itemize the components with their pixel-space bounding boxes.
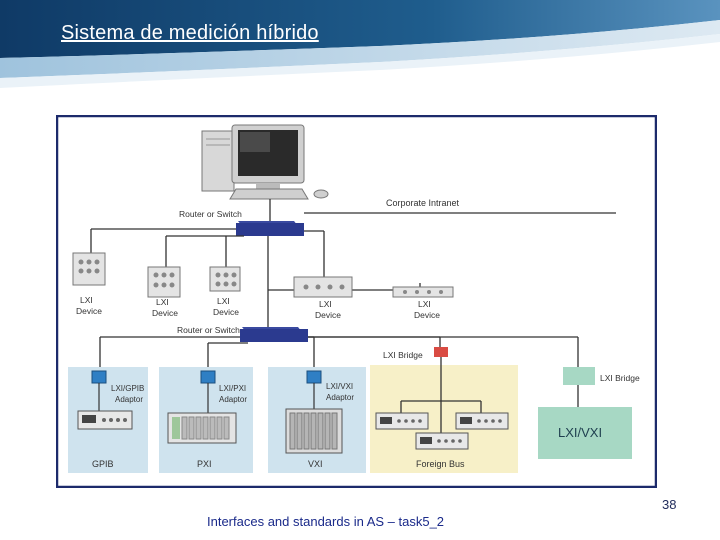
adaptor-drop-lines [98, 383, 315, 413]
lxi-device-2-label-b: Device [152, 308, 178, 318]
router-top-label: Router or Switch [179, 209, 242, 219]
lxi-vxi-box [538, 407, 632, 459]
foreign-bus-lines [400, 357, 482, 433]
vxi-adaptor-label-a: LXI/VXI [326, 382, 353, 391]
lxi-device-3-icon [209, 266, 241, 292]
pxi-adaptor-label-a: LXI/PXI [219, 384, 246, 393]
pxi-label: PXI [197, 459, 212, 469]
lxi-device-2-icon [147, 266, 181, 298]
lxi-bridge-icon [434, 347, 448, 357]
computer-icon [201, 124, 329, 200]
intranet-label: Corporate Intranet [386, 198, 460, 208]
lxi-device-5-label-b: Device [414, 310, 440, 320]
lxi-device-1-label-b: Device [76, 306, 102, 316]
lxi-bridge-right-label: LXI Bridge [600, 373, 640, 383]
lxi-device-5-icon [392, 286, 454, 298]
lxi-vxi-box-label: LXI/VXI [558, 425, 602, 440]
foreign-bus-label: Foreign Bus [416, 459, 465, 469]
lxi-device-4-icon [293, 276, 353, 298]
gpib-label: GPIB [92, 459, 114, 469]
hybrid-measurement-diagram: Router or Switch Corporate Intranet LXI … [56, 115, 657, 488]
lxi-bridge-label: LXI Bridge [383, 350, 423, 360]
pxi-chassis-icon [167, 412, 237, 444]
vxi-adaptor-icon [306, 370, 322, 384]
pxi-adaptor-icon [200, 370, 216, 384]
vxi-label: VXI [308, 459, 323, 469]
pxi-adaptor-label-b: Adaptor [219, 395, 247, 404]
slide-title: Sistema de medición híbrido [61, 22, 319, 44]
lxi-device-3-label-a: LXI [217, 296, 230, 306]
footer-text: Interfaces and standards in AS – task5_2 [207, 514, 445, 529]
gpib-adaptor-label-b: Adaptor [115, 395, 143, 404]
foreign-bus-instrument-left-icon [375, 412, 429, 430]
lxi-device-4-label-b: Device [315, 310, 341, 320]
lxi-device-2-label-a: LXI [156, 297, 169, 307]
router-mid-label: Router or Switch [177, 325, 240, 335]
gpib-instrument-icon [77, 410, 133, 430]
vxi-adaptor-label-b: Adaptor [326, 393, 354, 402]
lxi-device-1-label-a: LXI [80, 295, 93, 305]
router-top-icon [236, 221, 304, 236]
foreign-bus-instrument-right-icon [455, 412, 509, 430]
lxi-device-3-label-b: Device [213, 307, 239, 317]
router-mid-icon [240, 327, 308, 342]
lxi-device-5-label-a: LXI [418, 299, 431, 309]
lxi-bridge-right-icon [563, 367, 595, 385]
title-banner [0, 0, 720, 88]
lxi-device-1-icon [72, 252, 106, 286]
gpib-adaptor-icon [91, 370, 107, 384]
lower-network-lines [99, 336, 579, 371]
gpib-adaptor-label-a: LXI/GPIB [111, 384, 144, 393]
vxi-chassis-icon [285, 408, 343, 454]
lxi-device-4-label-a: LXI [319, 299, 332, 309]
page-number: 38 [662, 497, 677, 512]
foreign-bus-instrument-center-icon [415, 432, 469, 450]
